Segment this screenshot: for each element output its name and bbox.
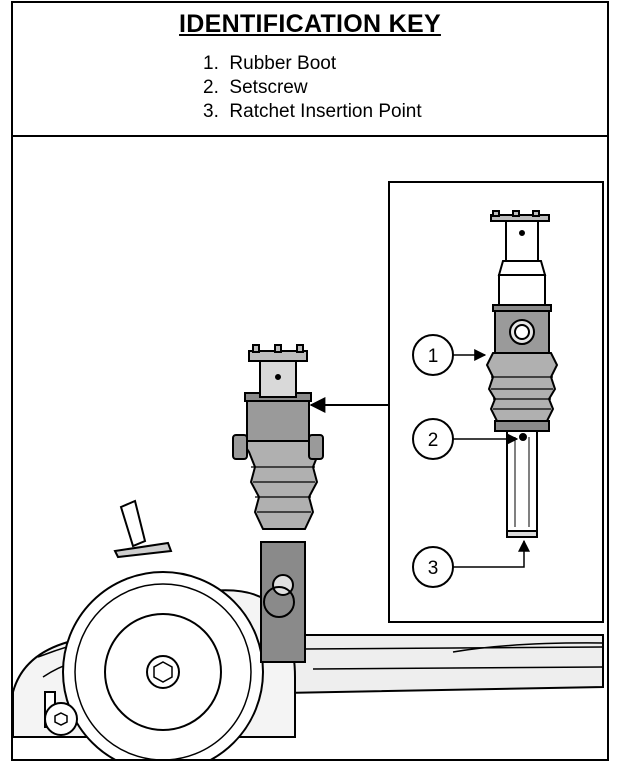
seat-post-detail bbox=[485, 210, 559, 538]
key-item-label: Rubber Boot bbox=[229, 53, 337, 74]
key-item-label: Setscrew bbox=[229, 77, 308, 98]
key-title: IDENTIFICATION KEY bbox=[179, 10, 441, 38]
callout-number: 3 bbox=[428, 558, 439, 579]
identification-key: IDENTIFICATION KEY 1. Rubber Boot 2. Set… bbox=[13, 3, 607, 137]
key-list: 1. Rubber Boot 2. Setscrew 3. Ratchet In… bbox=[203, 52, 422, 124]
seat-post-illustration: 1 2 3 bbox=[13, 181, 604, 759]
callout-2: 2 bbox=[412, 418, 519, 460]
diagram-frame: IDENTIFICATION KEY 1. Rubber Boot 2. Set… bbox=[11, 1, 609, 761]
callout-1: 1 bbox=[412, 334, 487, 376]
key-item-number: 2. bbox=[203, 77, 219, 98]
callout-number: 1 bbox=[428, 346, 439, 367]
key-item-setscrew: 2. Setscrew bbox=[203, 76, 422, 100]
key-item-number: 1. bbox=[203, 53, 219, 74]
seat-post-main bbox=[232, 344, 324, 663]
anti-tip-wheel bbox=[44, 691, 78, 736]
key-item-rubber-boot: 1. Rubber Boot bbox=[203, 52, 422, 76]
front-wheel bbox=[62, 571, 264, 759]
tiller-lever bbox=[113, 499, 173, 559]
callout-number: 2 bbox=[428, 430, 439, 451]
key-item-label: Ratchet Insertion Point bbox=[229, 101, 422, 122]
illustration-panel: 1 2 3 bbox=[13, 137, 607, 759]
key-item-number: 3. bbox=[203, 101, 219, 122]
callout-3: 3 bbox=[412, 539, 530, 588]
key-item-ratchet-insertion-point: 3. Ratchet Insertion Point bbox=[203, 100, 422, 124]
